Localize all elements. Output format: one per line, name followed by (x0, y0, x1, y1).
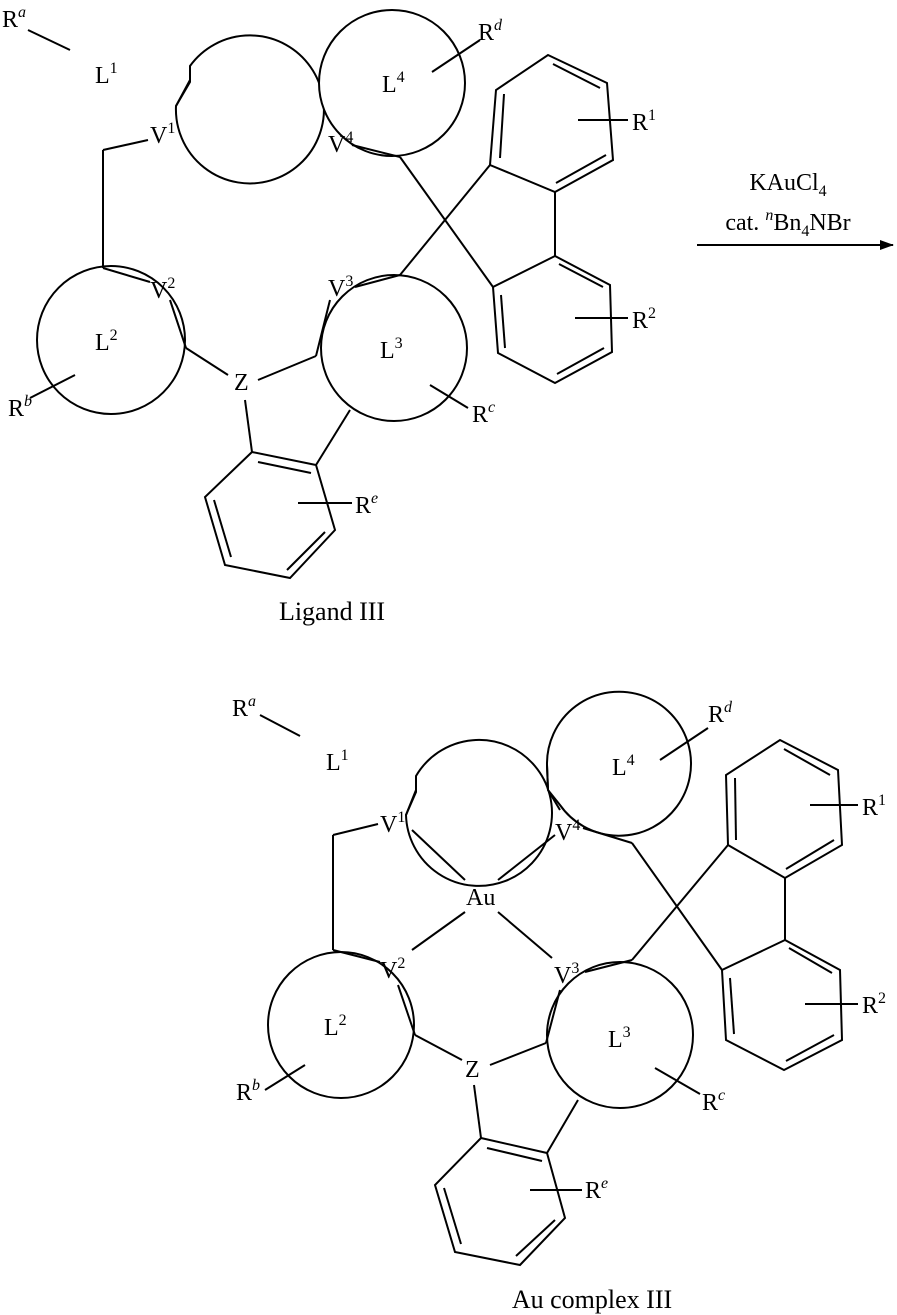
svg-text:Ra: Ra (232, 693, 256, 722)
label-v1: V (150, 123, 168, 149)
ring-l1 (176, 35, 324, 183)
benzene-ring-1-complex (726, 740, 842, 878)
svg-text:Rd: Rd (708, 699, 733, 728)
label-v3-complex: V (554, 963, 572, 989)
label-v1-complex: V (380, 812, 398, 838)
label-v2: V (150, 278, 168, 304)
svg-text:L1: L1 (326, 747, 349, 776)
label-v4: V (328, 132, 346, 158)
svg-text:R1: R1 (632, 107, 656, 136)
label-rc-complex: R (702, 1090, 718, 1116)
label-l2: L (95, 330, 110, 356)
label-r2-complex: R (862, 993, 878, 1019)
benzene-ring-e (205, 452, 335, 578)
svg-text:Re: Re (585, 1175, 608, 1204)
svg-text:Ra: Ra (2, 4, 26, 33)
label-rd-complex: R (708, 702, 724, 728)
label-l1-complex: L (326, 750, 341, 776)
label-l3-complex: L (608, 1027, 623, 1053)
label-re: R (355, 493, 371, 519)
label-z: Z (234, 370, 249, 396)
svg-text:R2: R2 (862, 990, 886, 1019)
label-rd: R (478, 20, 494, 46)
label-v2-complex: V (380, 958, 398, 984)
svg-text:R1: R1 (862, 792, 886, 821)
svg-text:Rb: Rb (8, 393, 32, 422)
svg-text:L1: L1 (95, 60, 118, 89)
svg-text:R2: R2 (632, 305, 656, 334)
label-z-complex: Z (465, 1057, 480, 1083)
svg-text:Rb: Rb (236, 1077, 260, 1106)
svg-text:V1: V1 (150, 120, 175, 149)
label-v4-complex: V (555, 820, 573, 846)
reaction-arrow-group: KAuCl4 cat. nBn4NBr (697, 170, 893, 245)
label-l3: L (380, 338, 395, 364)
svg-text:V2: V2 (380, 955, 405, 984)
benzene-ring-e-complex (435, 1138, 565, 1265)
label-re-complex: R (585, 1178, 601, 1204)
benzene-ring-2 (493, 256, 612, 383)
svg-text:Re: Re (355, 490, 378, 519)
benzene-ring-1 (490, 55, 613, 192)
label-rb: R (8, 396, 24, 422)
caption-au-complex: Au complex III (512, 1285, 672, 1314)
label-l1: L (95, 63, 110, 89)
caption-ligand: Ligand III (279, 597, 385, 626)
label-r1: R (632, 110, 648, 136)
label-l4-complex: L (612, 755, 627, 781)
svg-text:V4: V4 (328, 129, 353, 158)
label-l4: L (382, 72, 397, 98)
label-au: Au (466, 885, 495, 911)
svg-text:Rd: Rd (478, 17, 503, 46)
svg-text:V1: V1 (380, 809, 405, 838)
label-rc: R (472, 402, 488, 428)
svg-text:V4: V4 (555, 817, 580, 846)
label-l2-complex: L (324, 1015, 339, 1041)
reagent-kaucl4: KAuCl4 (749, 170, 826, 200)
reagent-catalyst: cat. nBn4NBr (725, 207, 850, 240)
label-r2: R (632, 308, 648, 334)
svg-text:Rc: Rc (472, 399, 495, 428)
label-ra-complex: R (232, 696, 248, 722)
label-r1-complex: R (862, 795, 878, 821)
ring-l1-complex (406, 740, 552, 886)
svg-text:Rc: Rc (702, 1087, 725, 1116)
label-v3: V (328, 276, 346, 302)
label-rb-complex: R (236, 1080, 252, 1106)
label-ra: R (2, 7, 18, 33)
